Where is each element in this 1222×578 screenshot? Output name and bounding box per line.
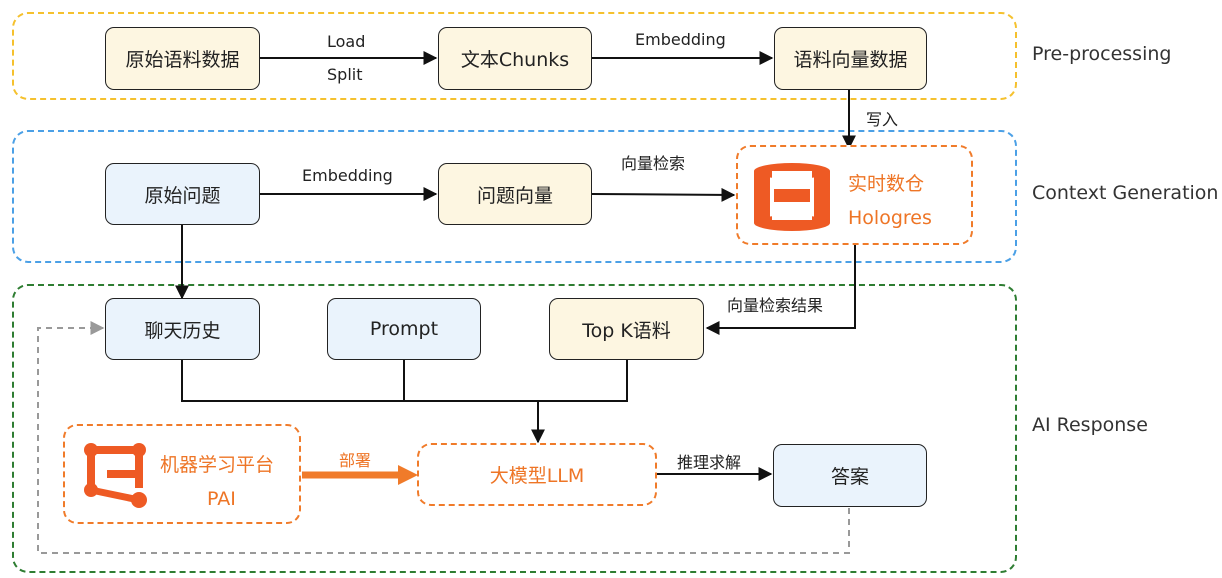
context-generation-section: [12, 130, 1017, 263]
raw-question-node: 原始问题: [105, 163, 260, 225]
ai-response-section: [12, 284, 1017, 573]
raw-corpus-node: 原始语料数据: [105, 27, 260, 90]
text-chunks-node: 文本Chunks: [438, 27, 592, 90]
llm-box: 大模型LLM: [417, 443, 657, 506]
answer-node: 答案: [773, 444, 927, 507]
llm-label: 大模型LLM: [489, 465, 585, 487]
ai-response-label: AI Response: [1032, 414, 1148, 436]
inference-label: 推理求解: [677, 453, 742, 472]
hologres-box: 实时数仓 Hologres: [736, 145, 973, 245]
deploy-label: 部署: [339, 451, 372, 470]
preprocessing-section: [12, 12, 1017, 100]
prompt-node: Prompt: [327, 298, 481, 360]
pai-box: 机器学习平台 PAI: [63, 424, 301, 524]
edge-vector-to-hologres: [591, 187, 736, 202]
vector-search-result-label: 向量检索结果: [727, 296, 824, 315]
pai-title: 机器学习平台: [160, 454, 275, 476]
embedding-mid-label: Embedding: [302, 166, 393, 185]
preprocessing-label: Pre-processing: [1032, 43, 1172, 65]
chat-history-node: 聊天历史: [105, 298, 260, 360]
pai-logo-icon: [84, 443, 147, 508]
load-label: Load: [327, 32, 366, 51]
question-vector-node: 问题向量: [438, 163, 592, 225]
edge-hologres-to-topk: [705, 245, 856, 335]
write-label: 写入: [866, 110, 899, 129]
deploy-arrowhead: [398, 465, 418, 485]
vector-search-label: 向量检索: [621, 154, 686, 173]
hologres-logo-icon: [754, 163, 830, 231]
corpus-vectors-node: 语料向量数据: [774, 27, 927, 90]
pai-name: PAI: [207, 488, 236, 510]
context-generation-label: Context Generation: [1032, 182, 1219, 204]
embedding-top-label: Embedding: [635, 30, 726, 49]
topk-corpus-node: Top K语料: [549, 298, 704, 360]
edge-answer-feedback-to-history: [37, 321, 850, 554]
hologres-name: Hologres: [848, 207, 932, 229]
split-label: Split: [327, 65, 363, 84]
hologres-title: 实时数仓: [848, 173, 925, 195]
